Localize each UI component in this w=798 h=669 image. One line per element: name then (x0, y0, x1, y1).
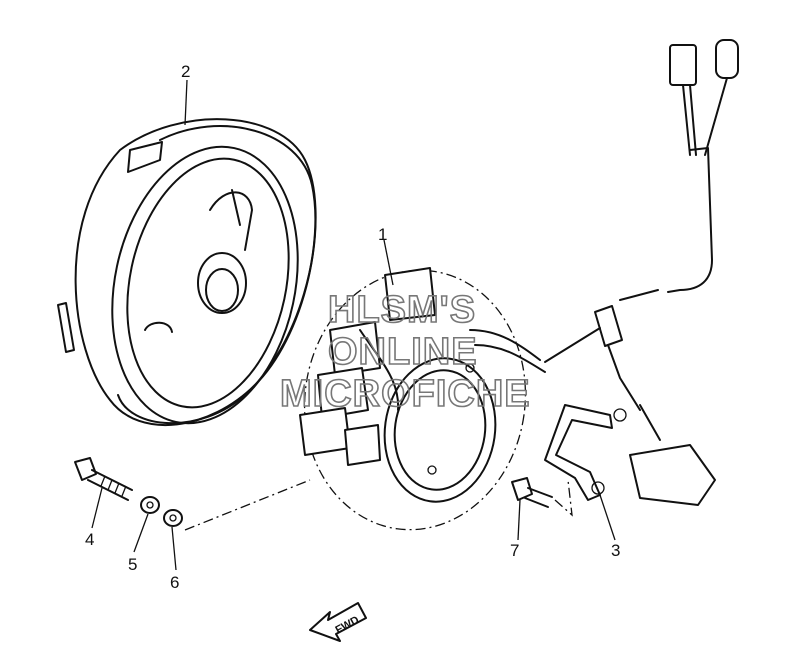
callout-leaders (91, 79, 616, 571)
callout-4: 4 (85, 530, 94, 549)
callout-5: 5 (128, 555, 137, 574)
wire-harness[interactable] (544, 39, 739, 506)
rotor-assembly[interactable] (57, 118, 322, 440)
callout-1: 1 (378, 225, 387, 244)
washer-5[interactable] (140, 496, 160, 514)
washer-6[interactable] (163, 509, 183, 527)
stator-assembly[interactable] (288, 256, 546, 544)
bolt-4[interactable] (74, 457, 133, 501)
forward-arrow-icon: FWD (309, 602, 367, 642)
callout-2: 2 (181, 62, 190, 81)
callout-3: 3 (611, 541, 620, 560)
callout-6: 6 (170, 573, 179, 592)
watermark: HLSM'S ONLINE MICROFICHE (279, 288, 531, 416)
lead-wire-bracket[interactable] (544, 404, 627, 501)
watermark-line-3: MICROFICHE (280, 373, 531, 415)
watermark-line-1: HLSM'S (328, 289, 476, 331)
watermark-line-2: ONLINE (328, 331, 478, 373)
screw-7[interactable] (511, 477, 553, 508)
callout-7: 7 (510, 541, 519, 560)
